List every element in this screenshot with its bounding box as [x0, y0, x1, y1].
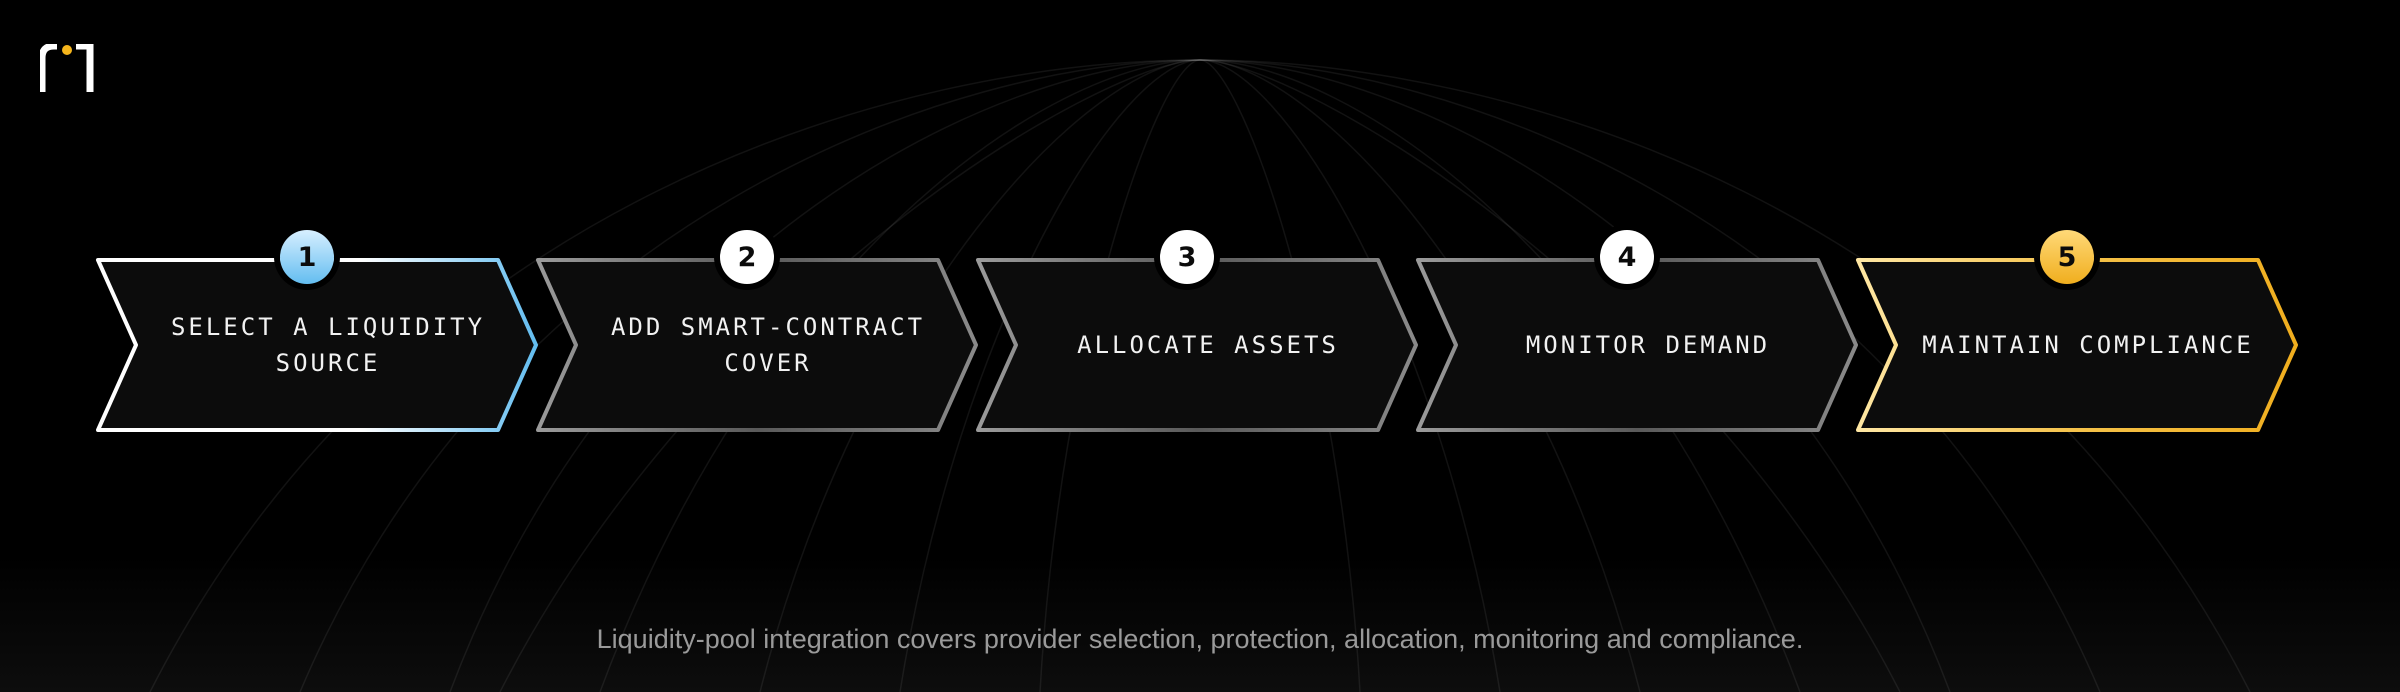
- step-number-badge: 1: [280, 230, 334, 284]
- step-chevron: [976, 258, 1418, 432]
- step-label: MONITOR DEMAND: [1525, 331, 1771, 359]
- step-3: ALLOCATE ASSETS 3: [976, 230, 1418, 434]
- step-label: ADD SMART-CONTRACT COVER: [610, 313, 926, 377]
- step-number-badge: 4: [1600, 230, 1654, 284]
- step-number-badge: 2: [720, 230, 774, 284]
- step-chevron: [1416, 258, 1858, 432]
- step-chevron: [96, 258, 538, 432]
- step-1: SELECT A LIQUIDITY SOURCE 1: [96, 230, 538, 434]
- step-label: MAINTAIN COMPLIANCE: [1922, 331, 2254, 359]
- step-chevron: [1856, 258, 2298, 432]
- step-chevron: [536, 258, 978, 432]
- step-5: MAINTAIN COMPLIANCE 5: [1856, 230, 2298, 434]
- step-4: MONITOR DEMAND 4: [1416, 230, 1858, 434]
- step-label: SELECT A LIQUIDITY SOURCE: [170, 313, 486, 377]
- step-number-badge: 3: [1160, 230, 1214, 284]
- step-2: ADD SMART-CONTRACT COVER 2: [536, 230, 978, 434]
- step-label: ALLOCATE ASSETS: [1077, 331, 1339, 359]
- caption: Liquidity-pool integration covers provid…: [596, 624, 1804, 654]
- r1-logo: [38, 42, 94, 92]
- step-number-badge: 5: [2040, 230, 2094, 284]
